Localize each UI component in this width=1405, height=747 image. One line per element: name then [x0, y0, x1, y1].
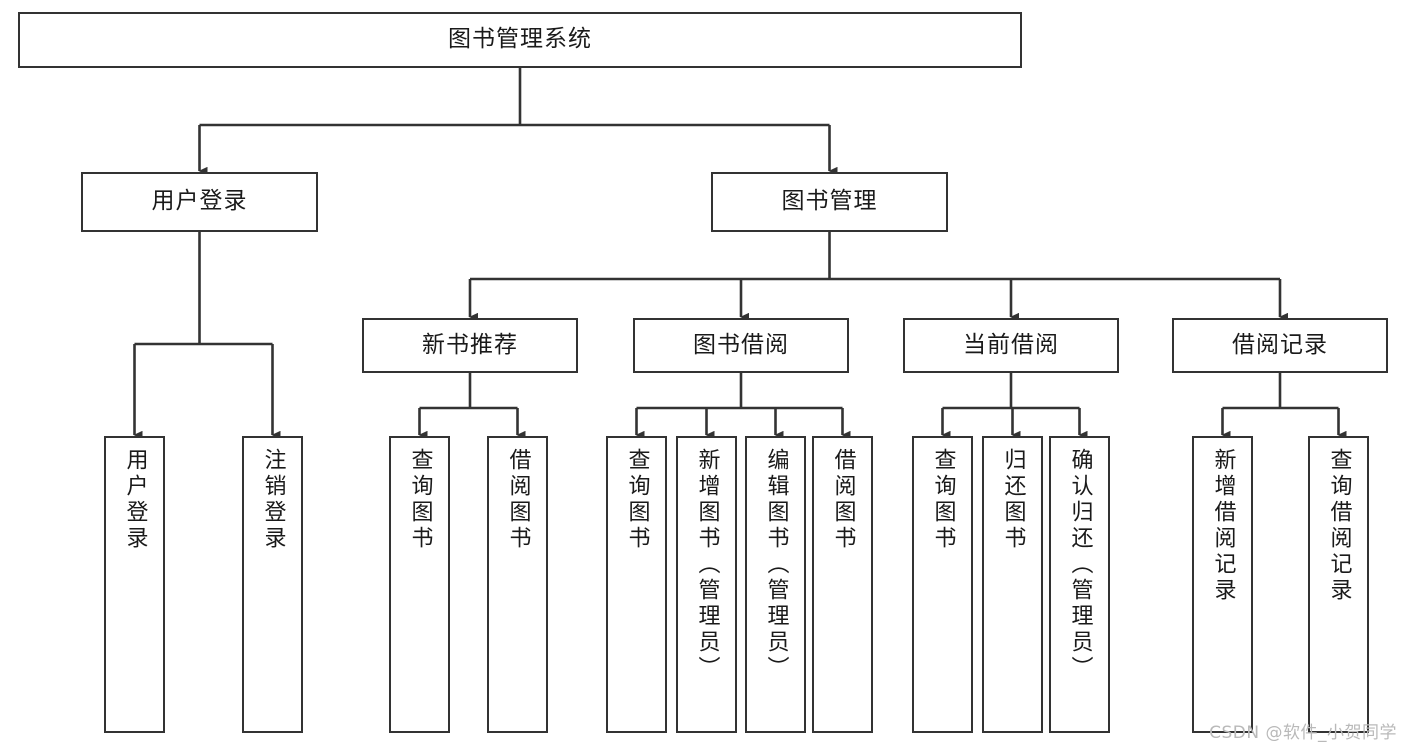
node-label: 用户登录	[122, 448, 148, 552]
node-label: 借阅图书	[505, 448, 531, 552]
node-new-book-rec[interactable]: 新书推荐	[362, 318, 578, 373]
node-borrow-record[interactable]: 借阅记录	[1172, 318, 1388, 373]
watermark: CSDN @软件_小贺同学	[1209, 723, 1397, 743]
node-label: 借阅记录	[1232, 331, 1328, 358]
node-label: 归还图书	[1000, 448, 1026, 552]
node-label: 编辑图书（管理员）	[763, 448, 789, 682]
node-leaf-borrow-book-2[interactable]: 借阅图书	[812, 436, 873, 733]
node-leaf-edit-book[interactable]: 编辑图书（管理员）	[745, 436, 806, 733]
node-label: 查询图书	[930, 448, 956, 552]
node-leaf-add-book[interactable]: 新增图书（管理员）	[676, 436, 737, 733]
node-leaf-user-login[interactable]: 用户登录	[104, 436, 165, 733]
node-leaf-query-book-2[interactable]: 查询图书	[606, 436, 667, 733]
node-book-manage[interactable]: 图书管理	[711, 172, 948, 232]
node-label: 图书管理系统	[448, 26, 592, 53]
node-label: 查询图书	[624, 448, 650, 552]
node-user-login[interactable]: 用户登录	[81, 172, 318, 232]
node-root[interactable]: 图书管理系统	[18, 12, 1022, 68]
node-book-borrow[interactable]: 图书借阅	[633, 318, 849, 373]
node-label: 新书推荐	[422, 331, 518, 358]
node-leaf-query-book-3[interactable]: 查询图书	[912, 436, 973, 733]
node-label: 新增借阅记录	[1210, 448, 1236, 604]
node-label: 新增图书（管理员）	[694, 448, 720, 682]
node-leaf-confirm-return[interactable]: 确认归还（管理员）	[1049, 436, 1110, 733]
node-label: 确认归还（管理员）	[1067, 448, 1093, 682]
node-current-borrow[interactable]: 当前借阅	[903, 318, 1119, 373]
node-label: 图书借阅	[693, 331, 789, 358]
node-label: 查询借阅记录	[1326, 448, 1352, 604]
node-leaf-return-book[interactable]: 归还图书	[982, 436, 1043, 733]
node-leaf-query-record[interactable]: 查询借阅记录	[1308, 436, 1369, 733]
node-label: 借阅图书	[830, 448, 856, 552]
node-label: 查询图书	[407, 448, 433, 552]
node-label: 当前借阅	[963, 331, 1059, 358]
node-leaf-user-logout[interactable]: 注销登录	[242, 436, 303, 733]
node-leaf-add-record[interactable]: 新增借阅记录	[1192, 436, 1253, 733]
node-leaf-borrow-book-1[interactable]: 借阅图书	[487, 436, 548, 733]
node-leaf-query-book-1[interactable]: 查询图书	[389, 436, 450, 733]
node-label: 注销登录	[260, 448, 286, 552]
node-label: 用户登录	[151, 188, 248, 215]
node-label: 图书管理	[781, 188, 878, 215]
